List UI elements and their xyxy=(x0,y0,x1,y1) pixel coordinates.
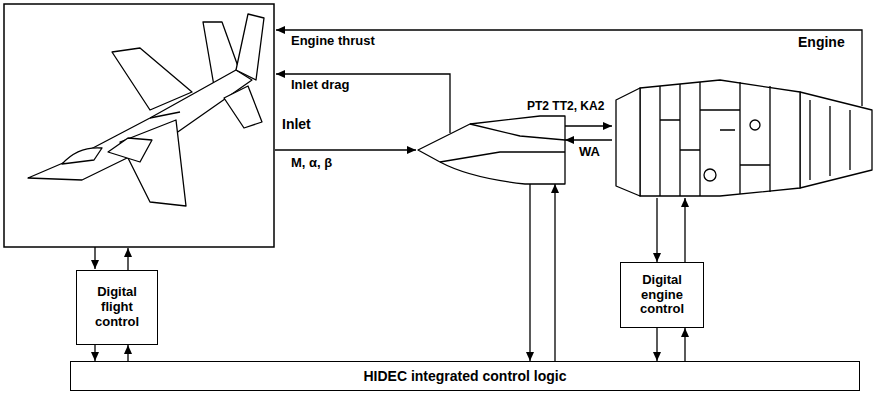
signal-label: WA xyxy=(578,145,601,160)
signal-arrow xyxy=(684,328,685,361)
inlet-drawing xyxy=(418,116,565,184)
signal-arrow xyxy=(94,345,95,361)
box-label: HIDEC integrated control logic xyxy=(363,368,566,384)
signal-arrow xyxy=(529,184,530,361)
near-wing xyxy=(120,120,186,206)
engine-detail xyxy=(704,169,716,181)
flight-condition-line xyxy=(275,149,416,150)
canopy xyxy=(62,148,102,164)
engine-drawing xyxy=(616,80,872,196)
panel-line xyxy=(150,112,180,118)
signal-line xyxy=(127,248,128,270)
engine-case xyxy=(640,80,800,196)
fan-face xyxy=(616,88,640,196)
box-label: Digital engine control xyxy=(624,273,700,318)
signal-line xyxy=(94,247,95,269)
process-box: HIDEC integrated control logic xyxy=(70,361,860,391)
stabilizer xyxy=(224,86,262,128)
drag-line xyxy=(276,74,450,133)
process-box: Digital engine control xyxy=(620,262,704,328)
nozzle-detail xyxy=(810,100,850,180)
process-box: Digital flight control xyxy=(76,270,158,345)
inlet-outline xyxy=(418,116,565,184)
inlet-ramp xyxy=(470,124,565,140)
signal-arrow xyxy=(554,184,555,361)
aircraft-drawing xyxy=(28,14,264,206)
signal-arrow xyxy=(565,125,612,126)
signal-label: PT2 TT2, KA2 xyxy=(526,100,605,114)
engine-stages xyxy=(660,82,770,196)
signal-arrow xyxy=(656,198,657,262)
part-label: Engine xyxy=(798,34,845,50)
box-label: Digital flight control xyxy=(80,285,154,330)
nozzle xyxy=(800,92,872,188)
engine-detail xyxy=(660,110,770,165)
air-intake xyxy=(108,138,152,162)
aircraft-panel xyxy=(4,4,274,247)
signal-arrow xyxy=(656,328,657,361)
signal-label: M, α, β xyxy=(290,156,333,171)
signal-label: Engine thrust xyxy=(290,34,376,49)
inlet: Inlet xyxy=(415,116,565,184)
signal-arrow xyxy=(127,345,128,361)
tail-fin xyxy=(236,14,264,80)
signal-arrow xyxy=(565,139,612,140)
part-label: Inlet xyxy=(282,116,311,132)
signal-label: Inlet drag xyxy=(290,78,351,93)
signal-arrow xyxy=(684,198,685,262)
inlet-ramp xyxy=(440,152,565,162)
engine: Engine xyxy=(612,30,880,198)
engine-detail xyxy=(750,120,760,130)
